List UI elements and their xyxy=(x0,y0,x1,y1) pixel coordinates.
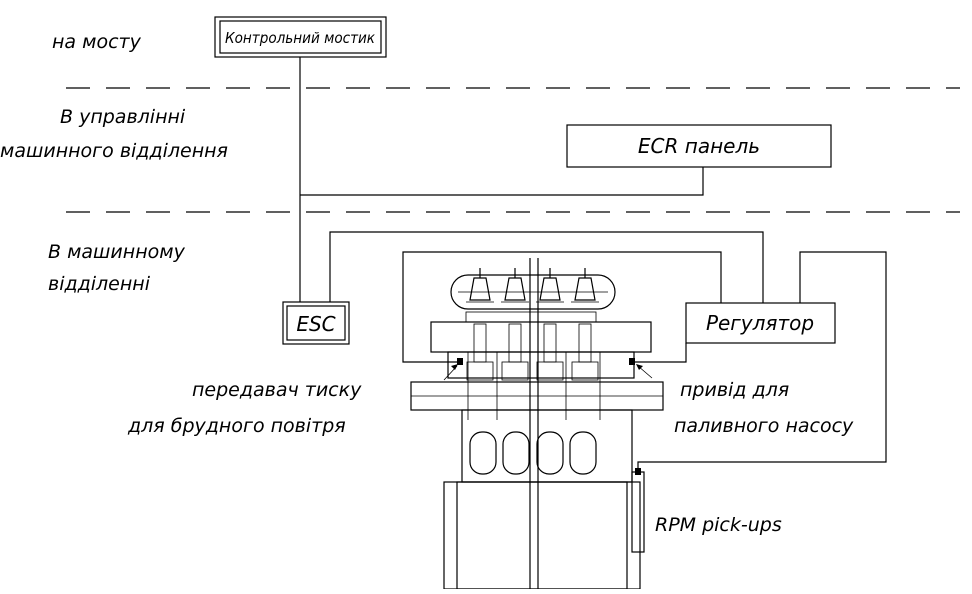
esc-label: ESC xyxy=(296,312,335,336)
ecr-panel-box: ECR панель xyxy=(566,124,832,168)
governor-box: Регулятор xyxy=(685,302,836,344)
bridge-panel-box: Контрольний мостик xyxy=(214,16,387,58)
zone-label-ecr-1: В управлінні xyxy=(60,106,186,128)
zone-label-er-2: відділенні xyxy=(48,273,151,295)
fuel-pump-drive-label-2: паливного насосу xyxy=(674,415,854,437)
pressure-transmitter-label-2: для брудного повітря xyxy=(127,415,346,437)
pressure-sensor-dot xyxy=(457,358,463,365)
governor-label: Регулятор xyxy=(706,311,814,335)
zone-label-er-1: В машинному xyxy=(48,241,186,263)
rpm-pickup-dot xyxy=(635,468,641,475)
zone-label-ecr-2: машинного відділення xyxy=(0,140,228,162)
pressure-transmitter-label-1: передавач тиску xyxy=(192,379,362,401)
fuel-pump-drive-label-1: привід для xyxy=(680,379,789,401)
esc-box: ESC xyxy=(282,301,350,345)
engine-drawing xyxy=(410,258,664,590)
wiring xyxy=(299,57,887,472)
zone-label-bridge: на мосту xyxy=(52,31,142,53)
bridge-panel-label: Контрольний мостик xyxy=(225,29,375,47)
rpm-pickups-label: RPM pick-ups xyxy=(655,514,782,536)
ecr-panel-label: ECR панель xyxy=(638,134,760,158)
pump-drive-dot xyxy=(629,358,635,365)
